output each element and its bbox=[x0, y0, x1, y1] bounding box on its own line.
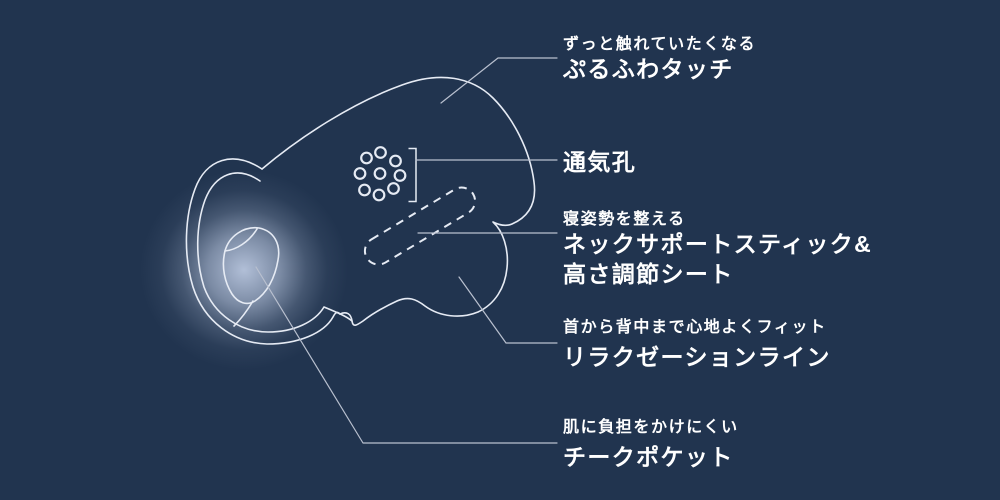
label-title: 通気孔 bbox=[563, 149, 637, 175]
callout-line-cheek-pocket bbox=[255, 266, 558, 444]
cheek-pocket-outline bbox=[222, 226, 280, 305]
neck-support-stick-outline bbox=[363, 186, 477, 266]
pillow-side-outer-rim bbox=[185, 158, 341, 345]
cheek-pocket-crease-line bbox=[233, 300, 254, 327]
vent-hole bbox=[353, 167, 367, 180]
callout-line-relaxation bbox=[458, 276, 558, 344]
pillow-side-inner-rim bbox=[196, 172, 353, 333]
label-title: ぷるふわタッチ bbox=[563, 56, 734, 82]
pillow-outline bbox=[185, 76, 536, 345]
pillow-body-outline bbox=[261, 76, 536, 326]
label-subtitle: 首から背中まで心地よくフィット bbox=[563, 319, 827, 336]
cheek-pocket-glow bbox=[140, 170, 348, 370]
label-subtitle: 寝姿勢を整える bbox=[563, 211, 686, 228]
label-title: チークポケット bbox=[563, 444, 734, 470]
callout-line-soft-touch bbox=[440, 57, 558, 104]
label-neck-support: 寝姿勢を整える ネックサポートスティック& 高さ調節シート bbox=[563, 210, 872, 289]
vent-hole bbox=[374, 146, 387, 159]
callout-lines bbox=[255, 57, 558, 444]
label-relaxation-line: 首から背中まで心地よくフィット リラクゼーションライン bbox=[563, 318, 831, 372]
label-title: ネックサポートスティック& bbox=[563, 231, 873, 257]
label-vent-holes: 通気孔 bbox=[563, 147, 636, 177]
vent-hole bbox=[387, 182, 400, 195]
ventilation-holes bbox=[353, 146, 407, 202]
vent-hole bbox=[393, 169, 407, 182]
vent-holes-bracket bbox=[408, 147, 417, 203]
vent-hole bbox=[372, 188, 386, 202]
vent-hole bbox=[360, 151, 373, 165]
cheek-pocket-fold-line bbox=[224, 228, 258, 252]
vent-hole bbox=[373, 167, 387, 180]
label-soft-touch: ずっと触れていたくなる ぷるふわタッチ bbox=[563, 35, 756, 84]
label-subtitle: ずっと触れていたくなる bbox=[563, 36, 757, 53]
label-title-line2: 高さ調節シート bbox=[563, 261, 734, 287]
vent-hole bbox=[389, 154, 402, 168]
label-cheek-pocket: 肌に負担をかけにくい チークポケット bbox=[563, 418, 739, 472]
label-subtitle: 肌に負担をかけにくい bbox=[563, 419, 739, 436]
label-title: リラクゼーションライン bbox=[563, 344, 831, 370]
vent-hole bbox=[358, 183, 371, 197]
